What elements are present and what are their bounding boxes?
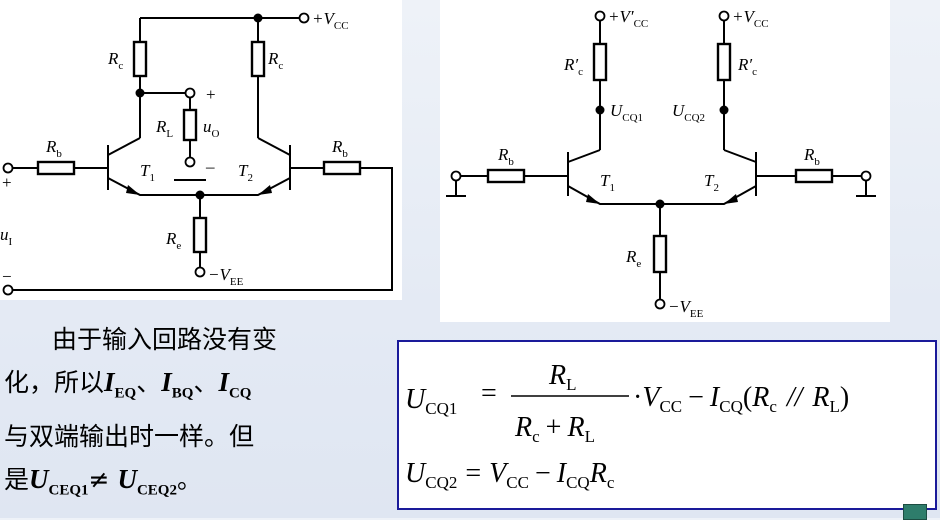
vcc1-terminal [594, 10, 606, 22]
re-label: Re [625, 247, 641, 270]
uo-plus: + [206, 85, 216, 104]
svg-text:UCQ2=VCC−ICQRc: UCQ2=VCC−ICQRc [405, 458, 615, 492]
formula-box: UCQ1 = RL Rc+RL ·VCC−ICQ(Rc//RL) UCQ2=VC… [397, 340, 937, 510]
svg-text:UCQ1: UCQ1 [405, 384, 457, 418]
rc1-label: Rc [107, 49, 123, 72]
vee-label: −VEE [208, 265, 244, 288]
differential-amplifier-circuit-right: +V′CC R′c UCQ1 +VCC R′c UCQ2 T1 T2 Re −V… [440, 0, 890, 322]
rc2-label: Rc [267, 49, 283, 72]
rb1-resistor [486, 168, 526, 184]
re-resistor [652, 234, 668, 274]
rl-label: RL [155, 117, 173, 140]
vcc-label: +VCC [312, 9, 349, 32]
t1-label: T1 [140, 161, 155, 184]
t2-label: T2 [238, 161, 253, 184]
rl-resistor [182, 108, 198, 142]
rc2-prime-label: R′c [737, 55, 757, 78]
rb2-resistor [322, 160, 362, 176]
rb2-label: Rb [331, 137, 348, 160]
t2-label: T2 [704, 171, 719, 194]
formula-ucq2: UCQ2=VCC−ICQRc [405, 458, 615, 492]
svg-text:=: = [481, 378, 497, 409]
rb1-resistor [36, 160, 76, 176]
vcc-terminal [298, 12, 310, 24]
explanation-line-1: 由于输入回路没有变 [52, 325, 278, 354]
rb1-label: Rb [497, 145, 514, 168]
rb2-resistor [794, 168, 834, 184]
svg-text:Rc+RL: Rc+RL [514, 412, 595, 446]
explanation-line-2: 化，所以IEQ、IBQ、ICQ [4, 367, 252, 402]
rb2-label: Rb [803, 145, 820, 168]
vcc2-label: +VCC [732, 7, 769, 30]
svg-text:·VCC−ICQ(Rc//RL): ·VCC−ICQ(Rc//RL) [633, 382, 849, 416]
formula-ucq1: UCQ1 = RL Rc+RL ·VCC−ICQ(Rc//RL) [405, 360, 849, 446]
vcc1-label: +V′CC [608, 7, 648, 30]
uo-minus: – [205, 157, 215, 176]
rc2-resistor [250, 40, 266, 78]
rc1-prime-label: R′c [563, 55, 583, 78]
re-label: Re [165, 229, 181, 252]
ucq1-label: UCQ1 [610, 101, 643, 124]
explanation-line-4: 是UCEQ1≠ UCEQ2。 [4, 464, 202, 499]
uo-label: uO [203, 117, 220, 140]
input-minus: − [2, 267, 12, 286]
rc2-prime-resistor [716, 42, 732, 82]
rb1-label: Rb [45, 137, 62, 160]
re-resistor [192, 216, 208, 254]
ucq2-label: UCQ2 [672, 101, 705, 124]
differential-amplifier-circuit-left: +VCC Rc + – RL uO Rc T1 T2 Re −VEE Rb + … [0, 0, 402, 300]
rc1-prime-resistor [592, 42, 608, 82]
vee-label: −VEE [668, 297, 704, 320]
vcc2-terminal [718, 10, 730, 22]
svg-text:RL: RL [548, 360, 577, 394]
explanation-line-3: 与双端输出时一样。但 [4, 422, 255, 452]
rc1-resistor [132, 40, 148, 78]
t1-label: T1 [600, 171, 615, 194]
ui-label: uI [0, 225, 13, 248]
explanation-text: 由于输入回路没有变 化，所以IEQ、IBQ、ICQ 与双端输出时一样。但 是UC… [4, 318, 384, 513]
input-plus: + [2, 173, 12, 192]
